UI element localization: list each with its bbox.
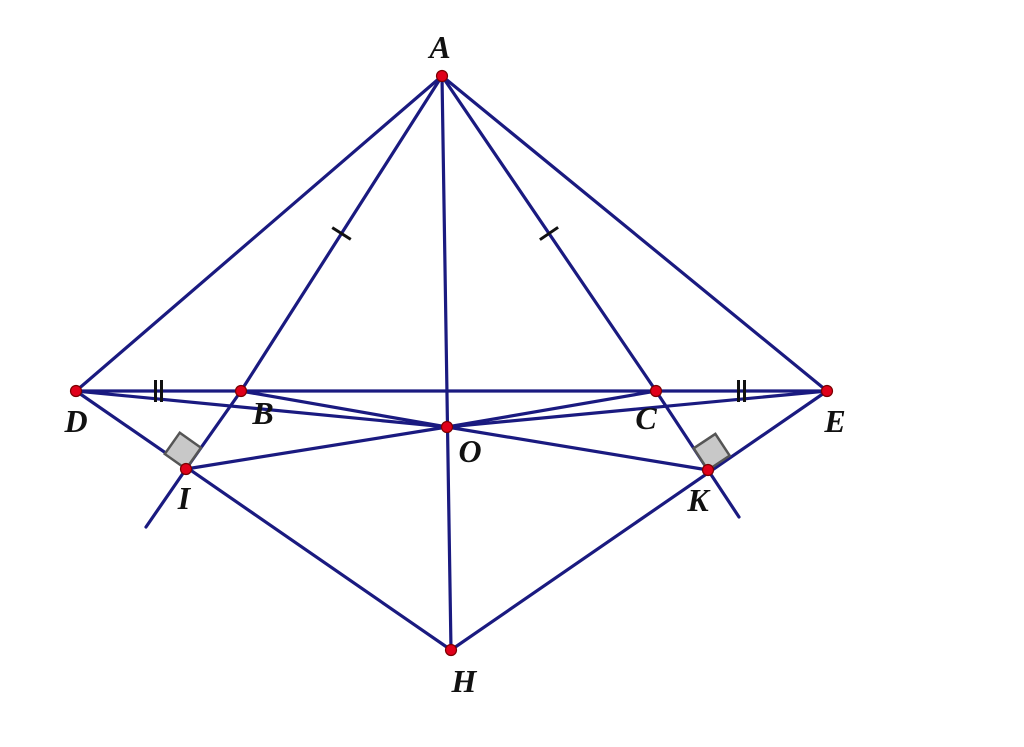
segment-KO	[445, 425, 710, 472]
ray-extension-I	[144, 467, 188, 529]
segment-DO	[74, 389, 449, 429]
point-E	[820, 384, 834, 398]
label-H: H	[451, 663, 478, 699]
label-D: D	[63, 403, 87, 439]
segment-BO	[239, 389, 449, 429]
label-A: A	[427, 29, 450, 65]
label-K: K	[686, 482, 711, 518]
label-O: O	[458, 433, 481, 469]
label-I: I	[177, 480, 192, 516]
labels-layer: A B C D E O I K H	[63, 29, 845, 699]
point-H	[444, 643, 458, 657]
right-angle-mark-K	[691, 432, 732, 472]
segment-CO	[445, 389, 658, 429]
segment-AD	[74, 74, 444, 393]
segment-AE	[440, 74, 829, 393]
point-O	[440, 420, 454, 434]
segment-EO	[445, 389, 829, 429]
segment-IO	[184, 425, 449, 471]
label-C: C	[635, 400, 657, 436]
equal-mark-AB-tick	[331, 226, 352, 241]
segment-DH	[74, 389, 453, 652]
segments-layer	[74, 74, 829, 652]
point-A	[435, 69, 449, 83]
equal-mark-AC-tick	[539, 226, 559, 241]
segment-AH	[440, 74, 453, 652]
points-layer	[69, 69, 834, 657]
right-angle-mark-I	[163, 430, 203, 471]
point-D	[69, 384, 83, 398]
point-C	[649, 384, 663, 398]
point-K	[701, 463, 715, 477]
segment-EH	[449, 389, 829, 652]
label-E: E	[823, 403, 845, 439]
point-I	[179, 462, 193, 476]
ray-extension-K	[706, 468, 741, 519]
label-B: B	[251, 395, 273, 431]
point-B	[234, 384, 248, 398]
marks-layer	[154, 226, 746, 472]
